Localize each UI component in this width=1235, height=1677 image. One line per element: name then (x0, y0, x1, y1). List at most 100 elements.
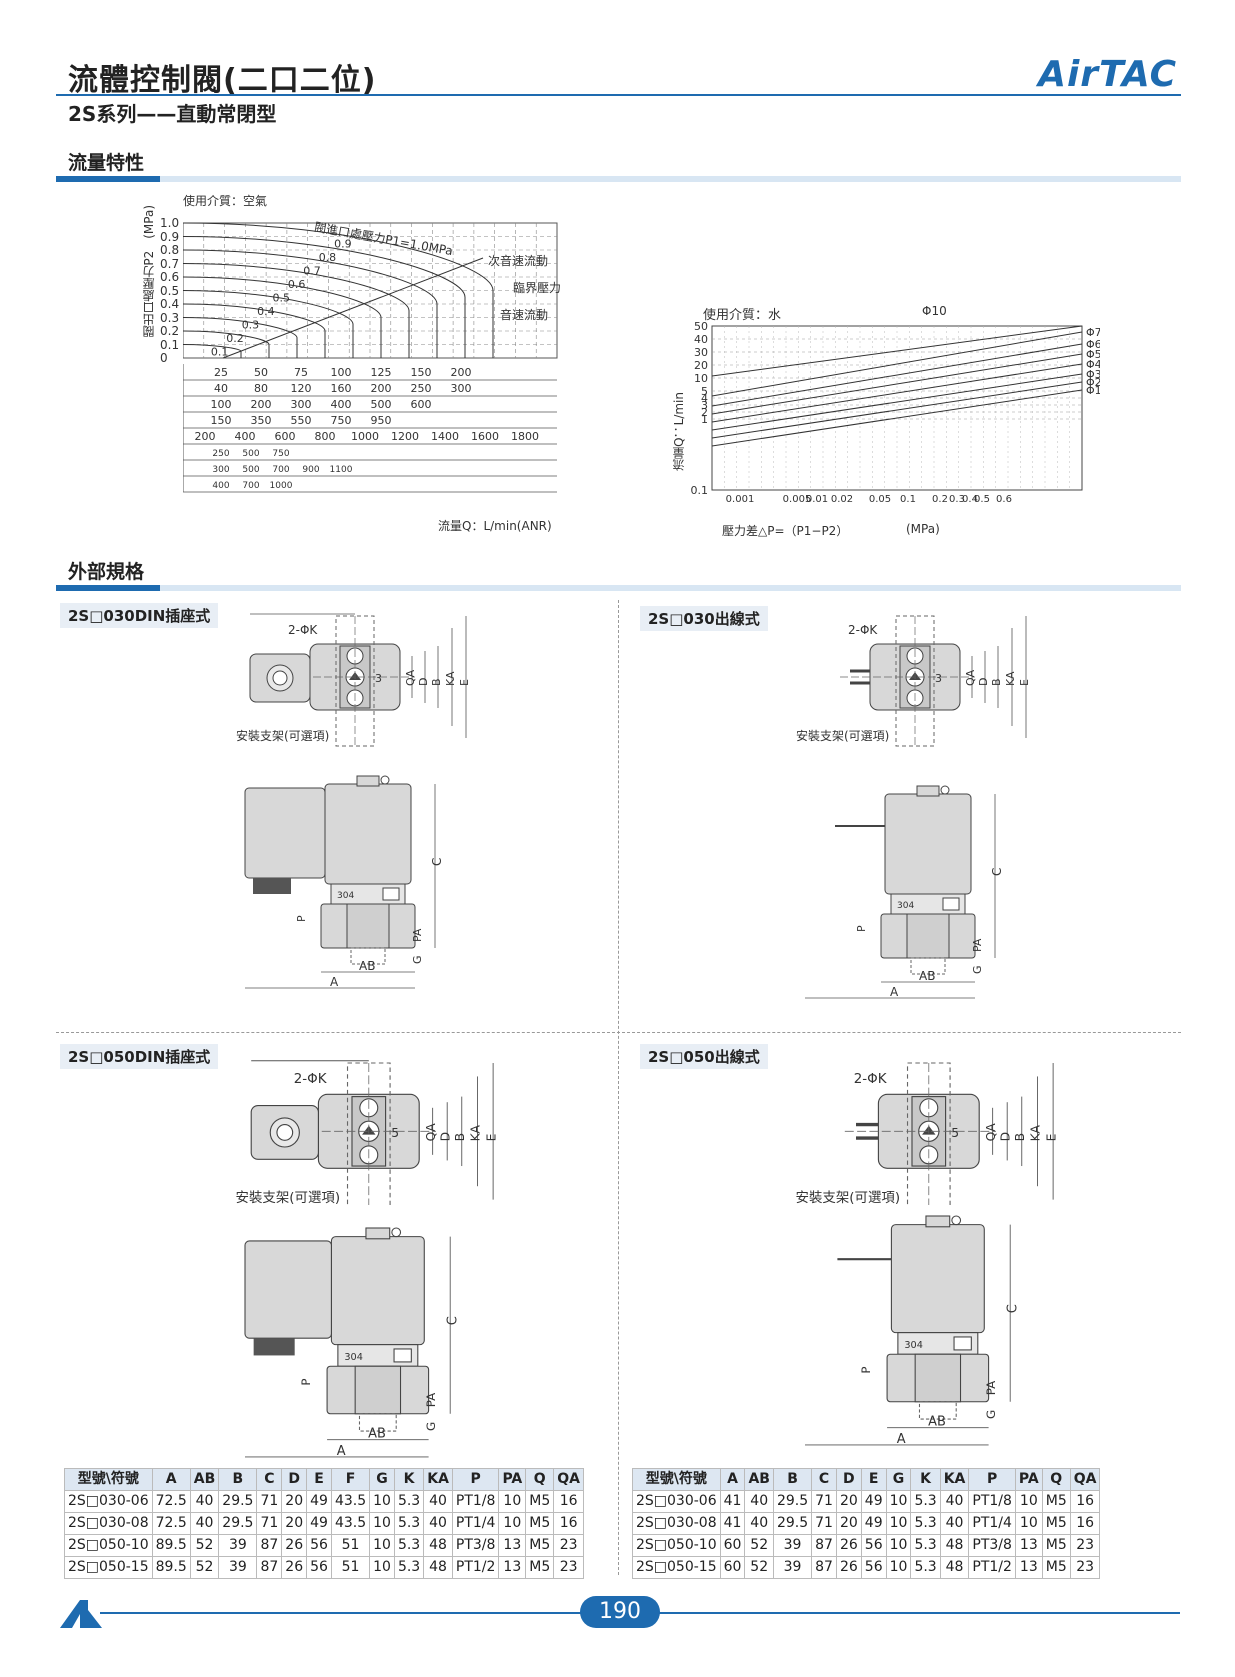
table-cell: 20 (835, 1490, 862, 1513)
water-flow-line (711, 325, 1083, 377)
table-cell: 40 (423, 1512, 453, 1535)
air-scale-tick: 400 (212, 481, 229, 491)
coil-cap (365, 1227, 391, 1240)
table-cell: PT3/8 (451, 1534, 500, 1557)
dim-label: KA (1029, 1125, 1043, 1142)
air-pressure-curve (183, 263, 410, 358)
water-ylabel: 流量Q：L/min (672, 392, 686, 471)
table-cell: 89.5 (151, 1556, 191, 1579)
air-scale-tick: 550 (291, 414, 312, 427)
table-cell: PT1/2 (968, 1556, 1016, 1579)
coil-cap (916, 785, 940, 797)
table-cell: 56 (860, 1534, 887, 1557)
dim-PA-label: PA (971, 938, 984, 952)
water-ytick: 2 (701, 406, 708, 419)
air-scale-tick: 200 (371, 382, 392, 395)
table-cell: 10 (369, 1490, 395, 1513)
table-header-cell: C (256, 1468, 283, 1491)
water-ytick: 4 (701, 392, 708, 405)
water-flow-line (711, 381, 1083, 439)
dim-F-label: F (307, 1055, 315, 1058)
table-cell: 10 (885, 1534, 912, 1557)
dim-label: KA (469, 1125, 483, 1142)
dim-2Q-label: 2-Q (943, 1055, 967, 1056)
dim-label: B (453, 1133, 467, 1141)
air-scale-tick: 500 (242, 449, 259, 459)
water-xtick: 0.05 (869, 494, 891, 505)
table-header-cell: Q (1041, 1468, 1071, 1491)
dim-G-label: G (984, 1410, 998, 1419)
air-scale-tick: 700 (242, 481, 259, 491)
air-scale-tick: 600 (275, 430, 296, 443)
table-cell: 40 (744, 1490, 774, 1513)
dim-label: KA (444, 671, 457, 686)
air-scale-tick: 950 (371, 414, 392, 427)
table-cell: 60 (719, 1534, 746, 1557)
dim-P-label: P (859, 1367, 873, 1374)
air-ylabel: 閥出口處壓力P2 (MPa) (142, 205, 156, 338)
air-scale-tick: 300 (291, 398, 312, 411)
table-cell: 87 (811, 1534, 837, 1557)
table-header-cell: AB (744, 1468, 774, 1491)
air-scale-tick: 1600 (471, 430, 499, 443)
water-xtick: 0.1 (900, 494, 916, 505)
dim-label: E (1044, 1134, 1058, 1142)
air-scale-tick: 80 (254, 382, 268, 395)
table-cell: 20 (281, 1490, 308, 1513)
dim-label: KA (1004, 671, 1017, 686)
air-ytick: 0.2 (160, 324, 180, 338)
table-cell: M5 (1041, 1512, 1071, 1535)
water-series-label: Φ6 (1086, 338, 1100, 351)
air-scale-tick: 1400 (431, 430, 459, 443)
table-header-cell: B (218, 1468, 258, 1491)
table-cell: 48 (423, 1534, 453, 1557)
flow-arrow-icon (393, 1348, 412, 1363)
table-header-cell: KA (423, 1468, 453, 1491)
air-ytick: 0.5 (160, 283, 180, 298)
solenoid-coil (324, 783, 412, 885)
coil-ring (940, 785, 950, 795)
table-cell: 40 (744, 1512, 774, 1535)
sonic-label: 音速流動 (500, 308, 549, 322)
table-header-cell: A (151, 1468, 191, 1491)
coil-cap (925, 1215, 951, 1228)
dim-label: B (990, 678, 1003, 686)
table-cell: 43.5 (330, 1490, 371, 1513)
dim-PA-label: PA (984, 1380, 998, 1395)
table-cell: 87 (811, 1556, 837, 1579)
port-number: 5 (391, 1126, 399, 1140)
air-scale-tick: 400 (235, 430, 256, 443)
valve-port-block (346, 903, 390, 949)
dim-label: QA (964, 669, 977, 686)
table-cell: 49 (306, 1490, 332, 1513)
table-cell: 49 (306, 1512, 332, 1535)
water-xlabel: 壓力差△P=（P1−P2） (722, 524, 849, 538)
air-curve-label: 0.4 (257, 305, 275, 318)
din-connector (244, 787, 326, 879)
table-cell: 5.3 (393, 1512, 425, 1535)
table-header-cell: P (451, 1468, 500, 1491)
solenoid-coil (884, 793, 972, 895)
dim-A-label: A (337, 1444, 346, 1459)
table-cell: 26 (835, 1534, 862, 1557)
air-scale-tick: 1000 (351, 430, 379, 443)
cable-gland (253, 1338, 295, 1356)
air-curve-label: 0.5 (273, 292, 291, 305)
air-curve-label: 0.7 (303, 265, 321, 278)
air-scale-tick: 1800 (511, 430, 539, 443)
table-cell: 13 (1014, 1534, 1043, 1557)
bracket-outline (910, 957, 946, 975)
table-header-cell: K (910, 1468, 941, 1491)
table-cell: 10 (369, 1534, 395, 1557)
flow-heading-bar (56, 176, 1181, 182)
flow-heading-mark (56, 176, 160, 182)
material-label: 304 (337, 891, 354, 901)
